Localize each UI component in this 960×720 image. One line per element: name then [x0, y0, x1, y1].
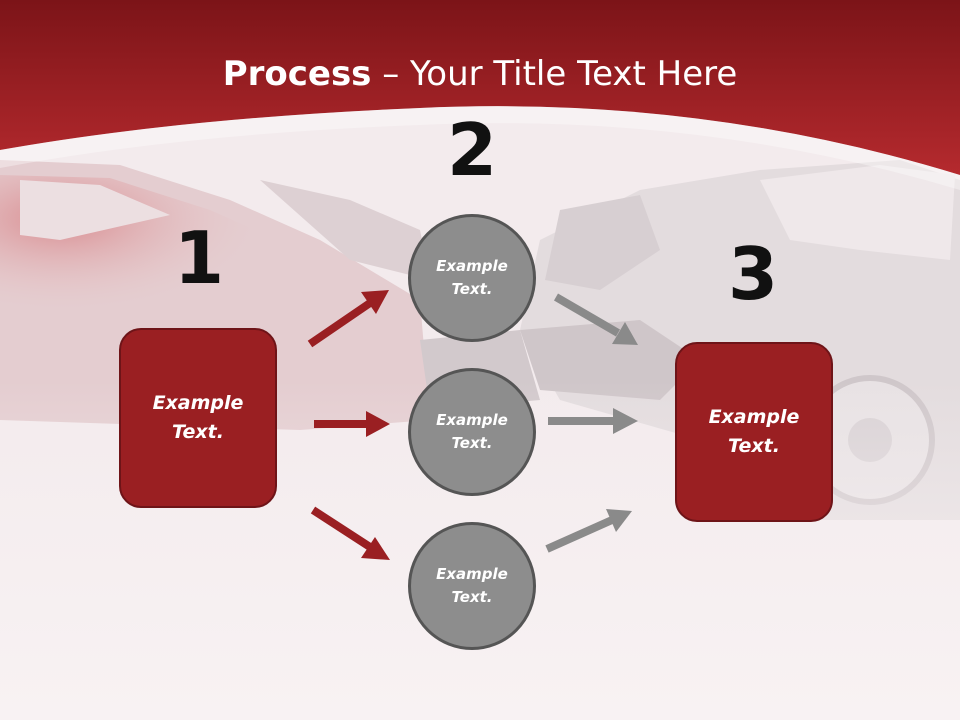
right-process-box: Example Text. — [675, 342, 833, 522]
step-number-1: 1 — [173, 216, 225, 300]
right-box-label: Example Text. — [708, 406, 800, 457]
circle-node-bottom: Example Text. — [408, 522, 536, 650]
circle-node-middle: Example Text. — [408, 368, 536, 496]
left-box-label: Example Text. — [152, 392, 244, 443]
circle-node-top: Example Text. — [408, 214, 536, 342]
title-bold: Process — [222, 54, 372, 94]
slide-title: Process – Your Title Text Here — [0, 52, 960, 96]
circle-top-label: Example Text. — [436, 257, 508, 298]
title-rest: – Your Title Text Here — [371, 54, 738, 94]
circle-bottom-label: Example Text. — [436, 565, 508, 606]
circle-middle-label: Example Text. — [436, 411, 508, 452]
step-number-2: 2 — [446, 108, 498, 192]
step-number-3: 3 — [727, 232, 779, 316]
left-process-box: Example Text. — [119, 328, 277, 508]
